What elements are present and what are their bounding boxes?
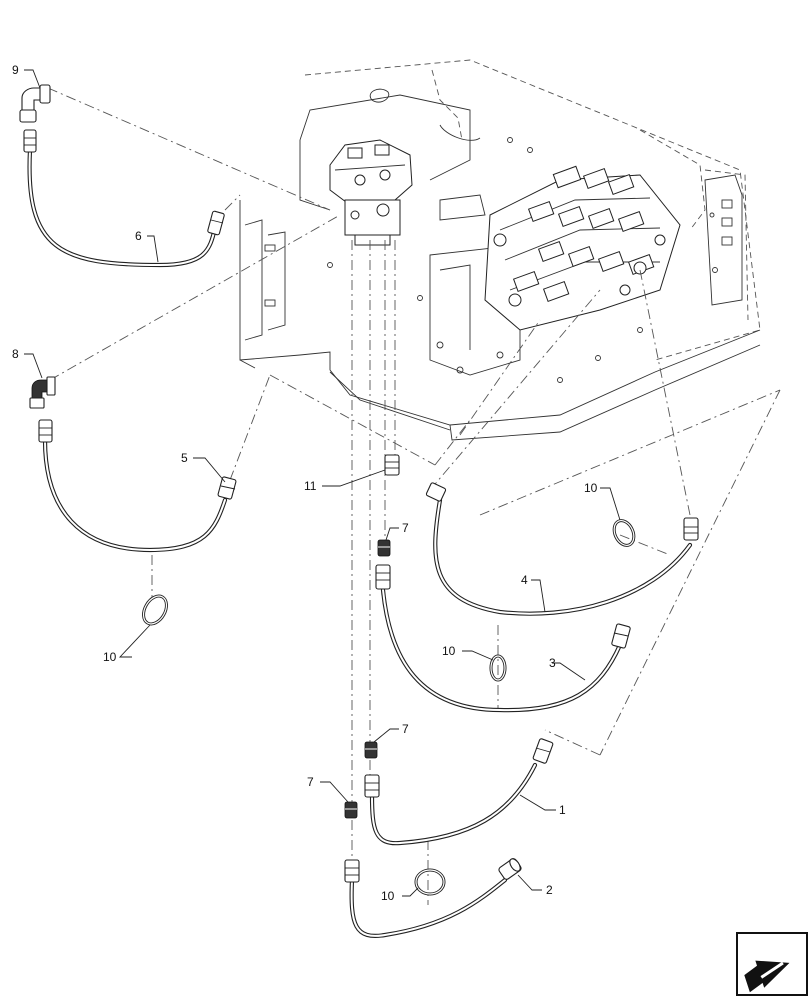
callout-10-right: 10 [584, 481, 598, 495]
elbow-fitting-9 [19, 84, 51, 123]
callout-6: 6 [135, 229, 142, 243]
callout-1: 1 [559, 803, 566, 817]
o-ring-10-right [612, 519, 636, 547]
callout-labels: 9 6 8 5 11 7 10 10 10 4 3 7 7 1 10 2 [12, 63, 598, 903]
hose-3 [375, 564, 631, 713]
adapter-fitting-7-middle [364, 741, 378, 759]
callout-2: 2 [546, 883, 553, 897]
o-ring-10-left [142, 594, 168, 626]
elbow-fitting-8 [29, 376, 56, 409]
callout-10-left: 10 [103, 650, 117, 664]
hose-4 [425, 482, 699, 616]
hose-5 [38, 419, 237, 553]
center-lines [47, 87, 781, 905]
callout-7-middle: 7 [402, 722, 409, 736]
callout-10-bottom: 10 [381, 889, 395, 903]
callout-9: 9 [12, 63, 19, 77]
hose-2 [344, 858, 522, 938]
callout-8: 8 [12, 347, 19, 361]
swivel-joint-valve [329, 139, 413, 246]
callout-5: 5 [181, 451, 188, 465]
callout-7-top: 7 [402, 521, 409, 535]
callout-3: 3 [549, 656, 556, 670]
arrow-next-page-icon[interactable] [736, 932, 808, 996]
o-ring-10-middle [489, 654, 507, 682]
fitting-11 [384, 454, 400, 476]
machine-frame-structure [239, 59, 761, 441]
callout-7-bottom: 7 [307, 775, 314, 789]
callout-10-middle: 10 [442, 644, 456, 658]
o-ring-10-bottom [414, 868, 446, 896]
adapter-fitting-7-top [377, 539, 391, 557]
hose-6 [23, 129, 225, 268]
main-control-valve [484, 165, 681, 331]
callout-leaders [24, 69, 621, 897]
hose-1 [364, 738, 554, 846]
callout-11: 11 [304, 479, 317, 493]
callout-4: 4 [521, 573, 528, 587]
adapter-fitting-7-bottom [344, 801, 358, 819]
